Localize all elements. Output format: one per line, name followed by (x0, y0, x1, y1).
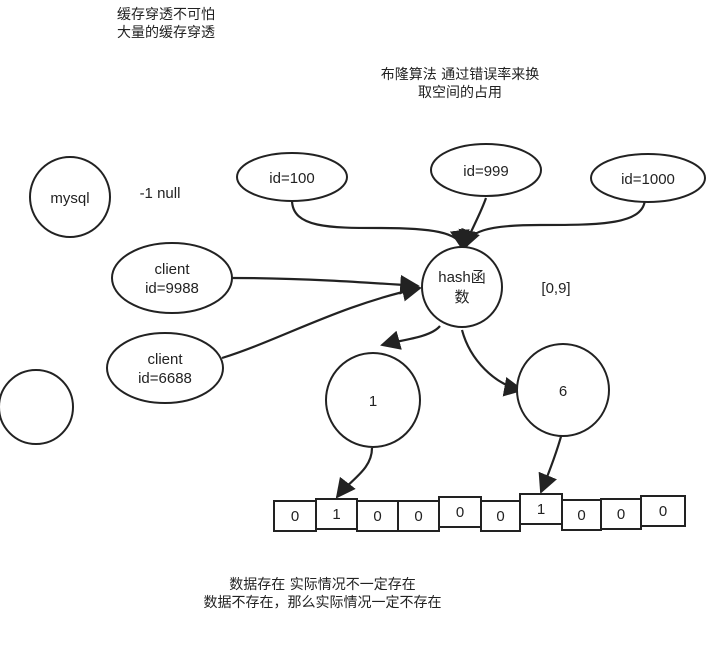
bottom-note: 数据存在 实际情况不一定存在 数据不存在，那么实际情况一定不存在 (160, 576, 485, 612)
mysql-note: -1 null (140, 185, 181, 202)
bloom-note-line1: 布隆算法 通过错误率来换 (380, 67, 540, 83)
hash-range: [0,9] (541, 280, 570, 297)
hash-label-line2: 数 (454, 289, 469, 306)
bucket6-node (516, 343, 610, 437)
id1000-node (590, 153, 706, 203)
bit-value: 0 (659, 503, 667, 520)
bit-value: 0 (577, 507, 585, 524)
id1000-label: id=1000 (621, 171, 675, 188)
bottom-note-line1: 数据存在 实际情况不一定存在 (229, 577, 416, 593)
bit-cell (315, 498, 358, 530)
bloom-note-line2: 取空间的占用 (418, 85, 502, 101)
id999-node (430, 143, 542, 197)
arrow-client1-to-hash (231, 274, 420, 295)
bit-value: 0 (291, 508, 299, 525)
bloom-note: 布隆算法 通过错误率来换 取空间的占用 (355, 66, 565, 102)
bit-value: 0 (456, 504, 464, 521)
bucket1-node (325, 352, 421, 448)
top-title-line2: 大量的缓存穿透 (117, 25, 215, 41)
top-title-line1: 缓存穿透不可怕 (117, 7, 215, 23)
arrow-hash-to-bucket6 (460, 329, 524, 397)
bit-cell (273, 500, 317, 532)
bucket1-label: 1 (369, 393, 377, 410)
hash-function-node (421, 246, 503, 328)
bit-value: 0 (617, 506, 625, 523)
bucket6-label: 6 (559, 383, 567, 400)
mysql-label: mysql (50, 190, 89, 207)
connectors (221, 197, 647, 499)
client2-node (106, 332, 224, 404)
arrow-id100-to-hash (290, 199, 470, 250)
arrow-client2-to-hash (221, 282, 422, 360)
client2-label: client (147, 351, 183, 368)
bit-value: 1 (332, 506, 340, 523)
client1-id: id=9988 (145, 280, 199, 297)
client1-node (111, 242, 233, 314)
arrow-hash-to-bucket1 (380, 325, 441, 350)
bit-cell (438, 496, 482, 528)
bit-cell (480, 500, 521, 532)
bottom-note-line2: 数据不存在，那么实际情况一定不存在 (203, 595, 442, 611)
id100-node (236, 152, 348, 202)
client1-label: client (154, 261, 190, 278)
arrow-bucket6-to-bit (538, 432, 564, 494)
arrow-bucket1-to-bit (335, 447, 374, 499)
id999-label: id=999 (463, 163, 508, 180)
bit-value: 0 (496, 508, 504, 525)
node-labels: mysql -1 null id=100 id=999 id=1000 clie… (50, 163, 674, 410)
bit-value: 0 (414, 508, 422, 525)
id100-label: id=100 (269, 170, 314, 187)
shapes (0, 143, 706, 448)
mysql-node (29, 156, 111, 238)
bit-value: 0 (373, 508, 381, 525)
top-title: 缓存穿透不可怕 大量的缓存穿透 (117, 6, 215, 42)
client2-id: id=6688 (138, 370, 192, 387)
hash-label-line1: hash函 (438, 269, 486, 286)
bit-cell (640, 495, 686, 527)
arrow-id1000-to-hash (458, 197, 647, 250)
bit-array: 0 1 0 0 0 0 1 0 0 0 (273, 493, 686, 532)
bit-value: 1 (537, 501, 545, 518)
empty-node (0, 369, 74, 445)
